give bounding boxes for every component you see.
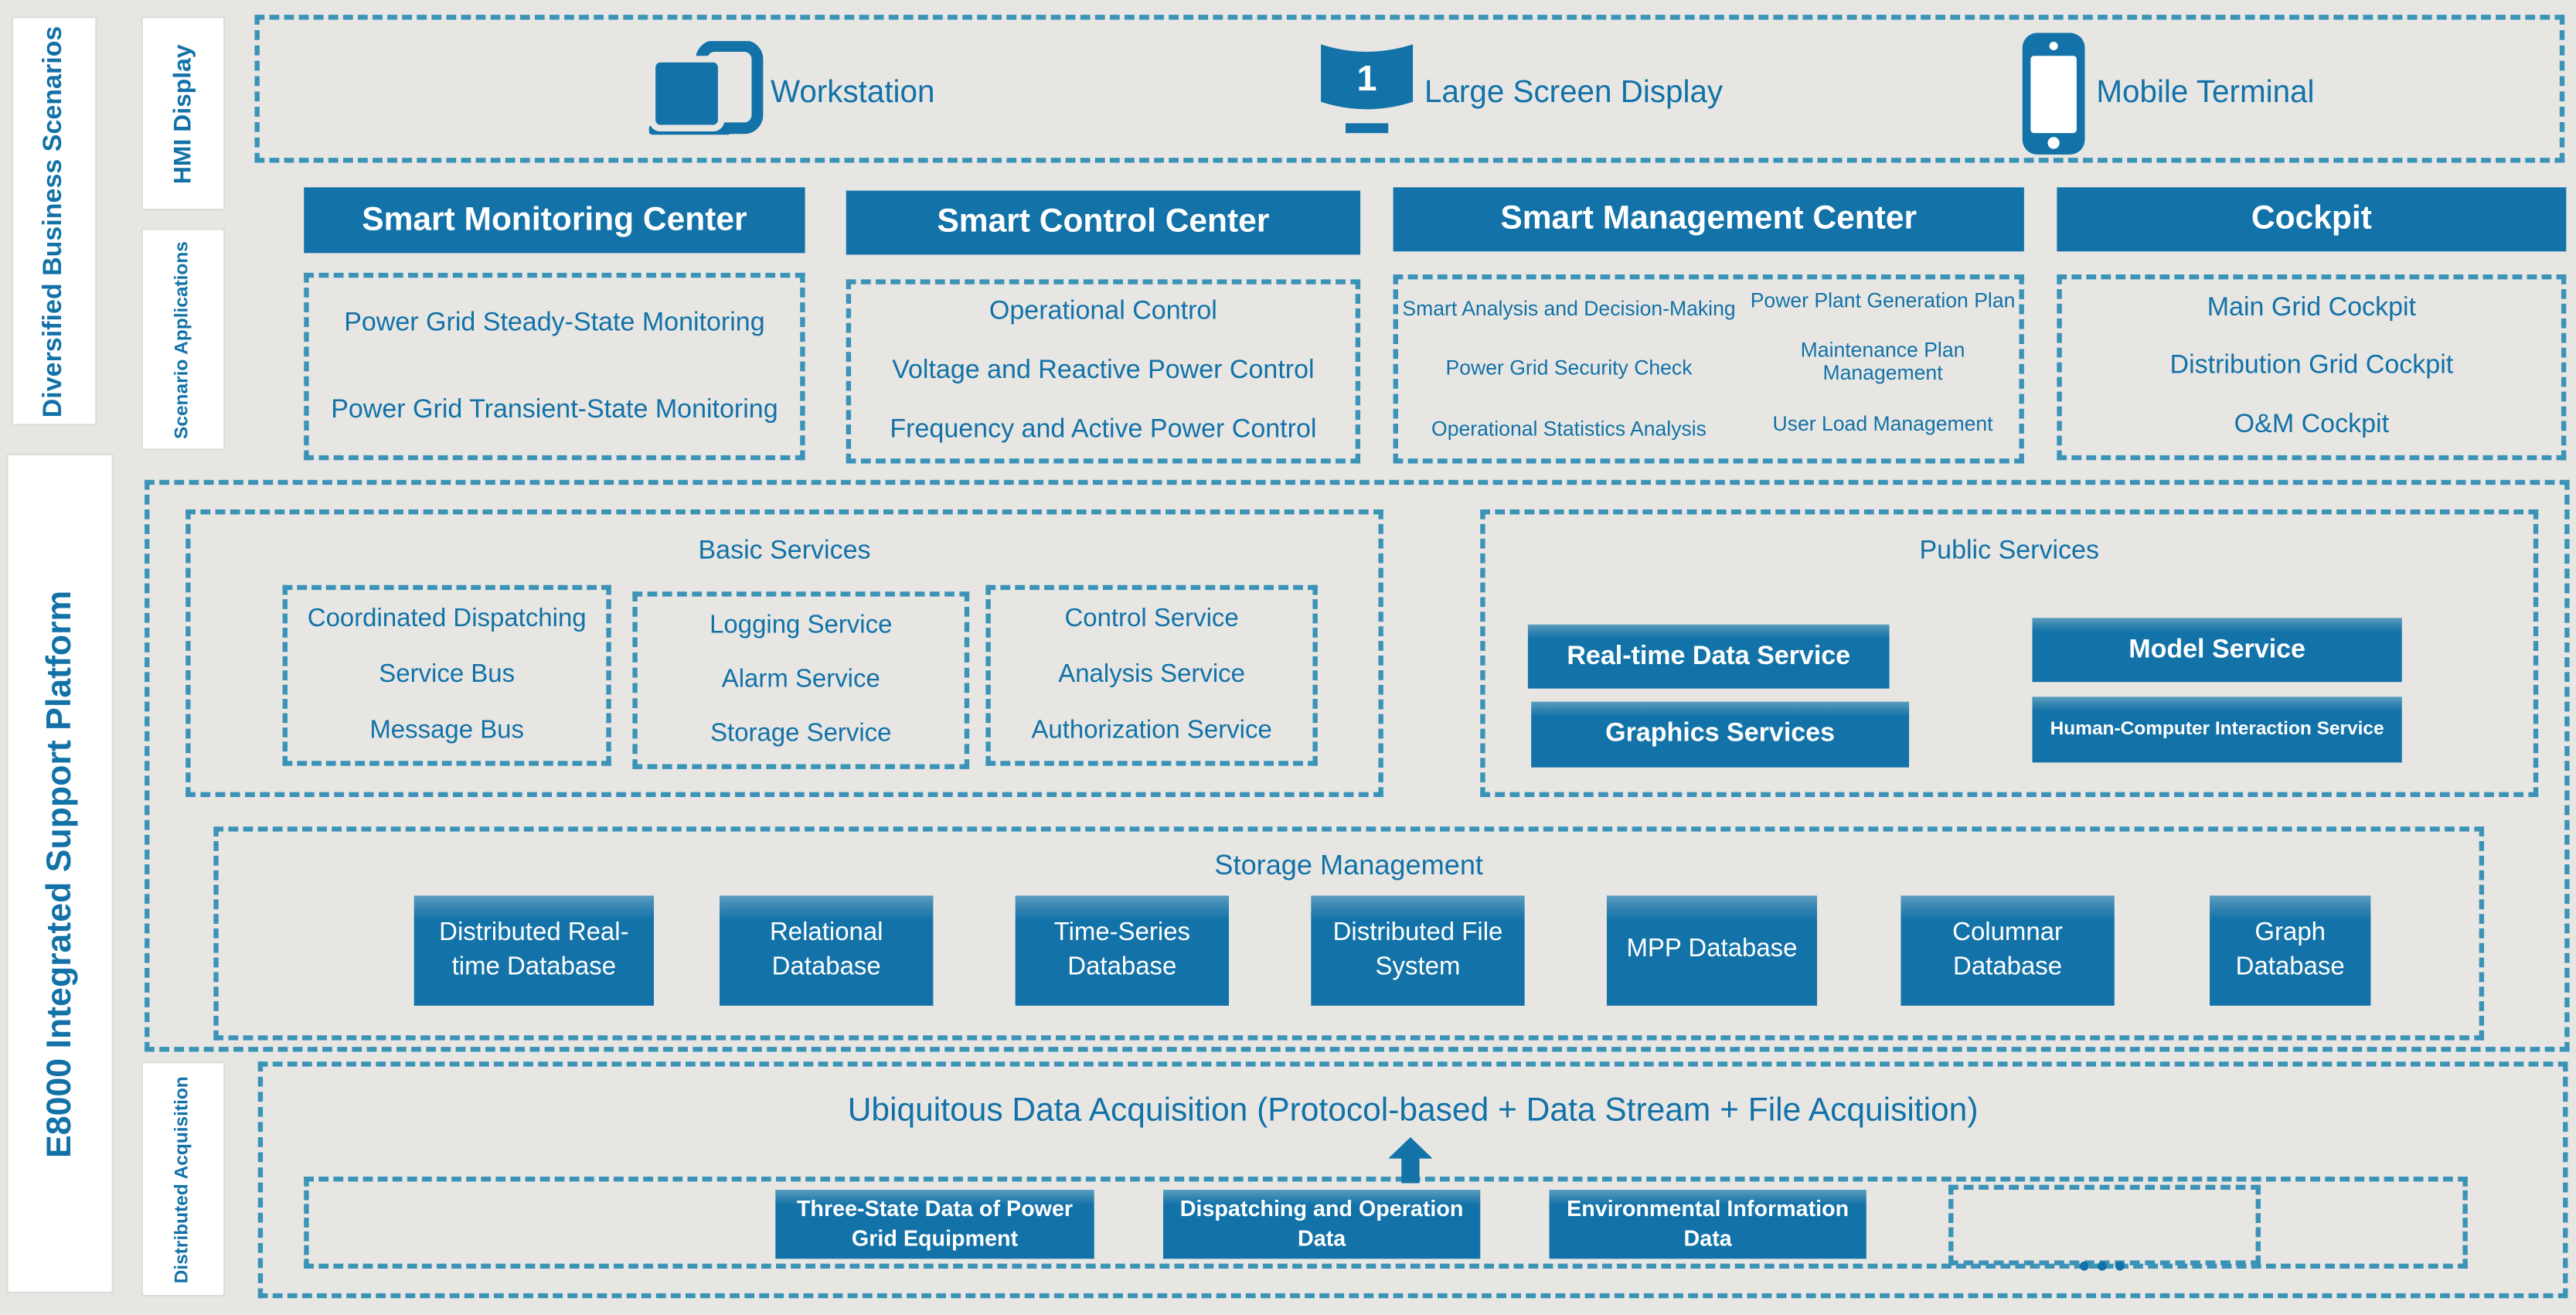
workstation-label: Workstation — [770, 75, 935, 111]
scenario-item: Voltage and Reactive Power Control — [892, 356, 1315, 385]
smart-control-center-header: Smart Control Center — [846, 190, 1361, 255]
distributed-realtime-db-box: Distributed Real-time Database — [413, 895, 655, 1006]
workstation-icon — [648, 40, 767, 140]
basic-services-subbox-1 — [282, 584, 611, 766]
rail-hmi-display: HMI Display — [142, 18, 224, 209]
rail-acquisition-label: Distributed Acquisition — [173, 1075, 193, 1283]
smart-monitoring-center-box — [304, 272, 805, 461]
acquisition-inner-box — [304, 1177, 2468, 1269]
mobile-terminal-icon — [2021, 31, 2087, 156]
scenario-item: User Load Management — [1772, 412, 1993, 435]
service-item: Coordinated Dispatching — [307, 605, 587, 633]
cockpit-items: Main Grid Cockpit Distribution Grid Cock… — [2057, 279, 2566, 455]
mpp-db-box: MPP Database — [1606, 895, 1818, 1006]
basic-services-items-3: Control Service Analysis Service Authori… — [985, 591, 1317, 759]
service-item: Logging Service — [710, 611, 893, 639]
mobile-terminal-label: Mobile Terminal — [2096, 75, 2315, 111]
hmi-display-row: Workstation 1 Large Screen Display Mobil… — [254, 15, 2565, 163]
hci-service-box: Human-Computer Interaction Service — [2032, 697, 2402, 763]
scenario-item: Main Grid Cockpit — [2207, 294, 2417, 322]
scenario-item: Power Grid Transient-State Monitoring — [331, 395, 778, 424]
graphics-services-box: Graphics Services — [1531, 701, 1910, 768]
relational-db-box: Relational Database — [720, 895, 934, 1006]
rail-scenario-label: Scenario Applications — [173, 240, 193, 438]
platform-outer-box — [145, 479, 2570, 1052]
smart-control-center-box — [846, 279, 1361, 464]
cockpit-header: Cockpit — [2057, 187, 2567, 252]
service-item: Message Bus — [369, 716, 524, 744]
smart-management-center-box — [1393, 274, 2024, 464]
basic-services-subbox-2 — [632, 591, 970, 769]
realtime-data-service-box: Real-time Data Service — [1527, 624, 1890, 689]
three-state-data-box: Three-State Data of Power Grid Equipment — [775, 1190, 1094, 1259]
ellipsis-box: ●●● — [1948, 1184, 2261, 1277]
basic-services-box: Basic Services — [185, 509, 1383, 797]
distributed-file-system-box: Distributed File System — [1311, 895, 1525, 1006]
scenario-item: Power Plant Generation Plan — [1750, 289, 2016, 313]
public-services-box: Public Services — [1480, 509, 2539, 797]
service-item: Control Service — [1064, 605, 1239, 633]
ellipsis-dots: ●●● — [2077, 1252, 2132, 1277]
scenario-item: Smart Analysis and Decision-Making — [1402, 298, 1736, 321]
time-series-db-box: Time-Series Database — [1015, 895, 1230, 1006]
rail-platform: E8000 Integrated Support Platform — [8, 455, 112, 1292]
scenario-item: O&M Cockpit — [2234, 411, 2390, 439]
rail-hmi-label: HMI Display — [168, 43, 198, 184]
rail-platform-label: E8000 Integrated Support Platform — [40, 589, 78, 1157]
service-item: Storage Service — [710, 720, 892, 748]
scenario-item: Distribution Grid Cockpit — [2169, 352, 2454, 381]
storage-management-box: Storage Management — [213, 826, 2485, 1041]
large-screen-label: Large Screen Display — [1424, 75, 1724, 111]
environmental-data-box: Environmental Information Data — [1549, 1190, 1866, 1259]
rail-business-label: Diversified Business Scenarios — [39, 25, 68, 417]
smart-monitoring-items: Power Grid Steady-State Monitoring Power… — [304, 279, 805, 453]
smart-management-items-left: Smart Analysis and Decision-Making Power… — [1397, 279, 1741, 458]
rail-distributed-acquisition: Distributed Acquisition — [142, 1063, 224, 1296]
smart-control-items: Operational Control Voltage and Reactive… — [846, 283, 1360, 461]
basic-services-subbox-3 — [985, 584, 1318, 766]
scenario-item: Operational Statistics Analysis — [1431, 417, 1707, 441]
service-item: Analysis Service — [1058, 660, 1245, 689]
smart-management-items-right: Power Plant Generation Plan Maintenance … — [1741, 276, 2024, 448]
service-item: Authorization Service — [1031, 716, 1272, 744]
basic-services-title: Basic Services — [698, 537, 871, 566]
up-arrow-icon — [1388, 1136, 1433, 1184]
scenario-item: Power Grid Security Check — [1445, 357, 1693, 381]
large-screen-badge: 1 — [1357, 58, 1377, 98]
service-item: Service Bus — [379, 660, 516, 689]
columnar-db-box: Columnar Database — [1901, 895, 2115, 1006]
service-item: Alarm Service — [721, 665, 880, 694]
smart-management-center-header: Smart Management Center — [1393, 187, 2024, 252]
large-screen-icon: 1 — [1318, 36, 1417, 141]
dispatching-data-box: Dispatching and Operation Data — [1162, 1190, 1481, 1259]
storage-management-title: Storage Management — [1214, 849, 1483, 881]
cockpit-box — [2057, 274, 2567, 461]
scenario-item: Frequency and Active Power Control — [890, 415, 1317, 444]
public-services-title: Public Services — [1919, 537, 2099, 566]
basic-services-items-2: Logging Service Alarm Service Storage Se… — [632, 598, 969, 763]
rail-scenario-applications: Scenario Applications — [142, 230, 224, 449]
acquisition-outer-box: Ubiquitous Data Acquisition (Protocol-ba… — [257, 1061, 2568, 1299]
scenario-item: Maintenance Plan Management — [1800, 339, 1965, 386]
rail-business-scenarios: Diversified Business Scenarios — [13, 18, 96, 424]
smart-monitoring-center-header: Smart Monitoring Center — [304, 187, 805, 254]
basic-services-items-1: Coordinated Dispatching Service Bus Mess… — [283, 591, 611, 759]
scenario-item: Operational Control — [989, 297, 1217, 325]
scenario-item: Power Grid Steady-State Monitoring — [344, 308, 765, 336]
acquisition-title: Ubiquitous Data Acquisition (Protocol-ba… — [847, 1092, 1979, 1129]
model-service-box: Model Service — [2032, 618, 2402, 683]
graph-db-box: Graph Database — [2210, 895, 2371, 1006]
